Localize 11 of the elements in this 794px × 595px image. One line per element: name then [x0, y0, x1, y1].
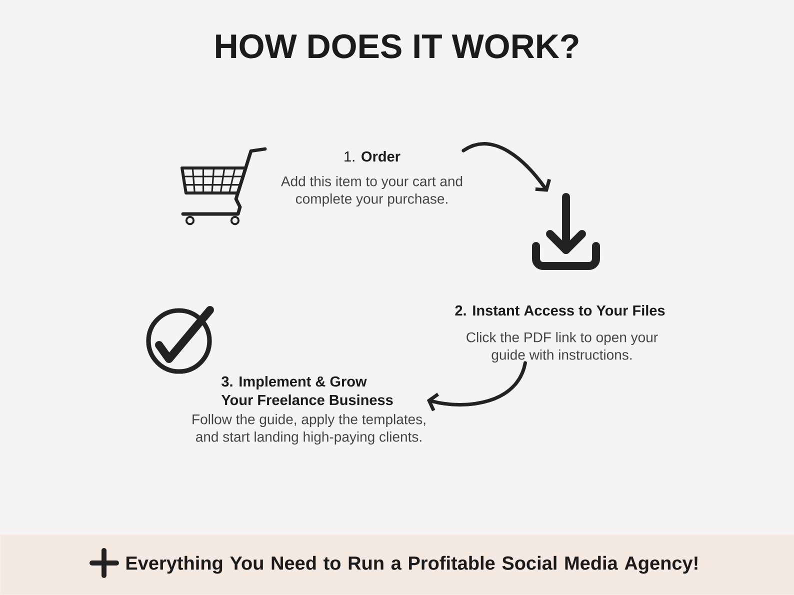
step-description: Add this item to your cart and complete your purchase. — [281, 176, 462, 207]
curved-arrow — [462, 142, 552, 192]
step-heading: 1. Order — [344, 151, 400, 162]
step-description: Follow the guide, apply the templates, and start landing high-paying clients. — [192, 414, 426, 445]
curved-arrow — [426, 361, 527, 412]
step-heading: 3. Implement & Grow Your Freelance Business — [221, 376, 393, 406]
step-heading: 2. Instant Access to Your Files — [455, 305, 665, 316]
banner: Everything You Need to Run a Profitable Social Media Agency! — [0, 534, 794, 595]
download-icon — [532, 193, 600, 270]
step-description: Click the PDF link to open your guide with instructions. — [466, 332, 658, 363]
title: HOW DOES IT WORK? — [216, 34, 578, 58]
